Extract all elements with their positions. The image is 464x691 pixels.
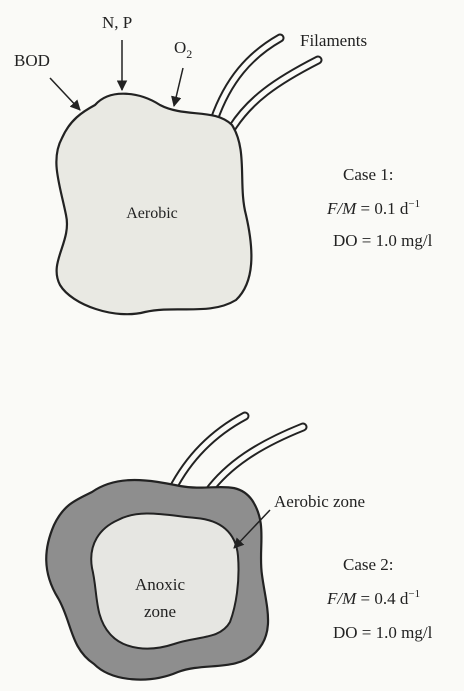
case2-filaments: [172, 416, 303, 492]
bod-label: BOD: [14, 51, 50, 70]
np-label: N, P: [102, 13, 132, 32]
anoxic-label-line2: zone: [144, 602, 176, 621]
case2-group: Anoxic zone Aerobic zone Case 2: F/M = 0…: [46, 416, 432, 680]
case1-filaments: [214, 38, 318, 128]
case1-group: Aerobic BOD N, P O2 Filaments Case 1: F/…: [14, 13, 433, 314]
o2-arrow: [174, 68, 183, 106]
case1-do: DO = 1.0 mg/l: [333, 231, 433, 250]
o2-label: O2: [174, 38, 192, 61]
case2-title: Case 2:: [343, 555, 394, 574]
case1-floc-label: Aerobic: [126, 205, 178, 222]
case2-filament-2: [208, 427, 303, 492]
anoxic-label-line1: Anoxic: [135, 575, 186, 594]
filaments-label: Filaments: [300, 31, 367, 50]
case1-title: Case 1:: [343, 165, 394, 184]
case2-fm: F/M = 0.4 d−1: [326, 588, 420, 608]
aerobic-zone-label: Aerobic zone: [274, 492, 365, 511]
case2-filament-1: [172, 416, 245, 490]
case1-aerobic-floc: [56, 94, 251, 314]
case1-fm: F/M = 0.1 d−1: [326, 198, 420, 218]
case2-do: DO = 1.0 mg/l: [333, 623, 433, 642]
bod-arrow: [50, 78, 80, 110]
